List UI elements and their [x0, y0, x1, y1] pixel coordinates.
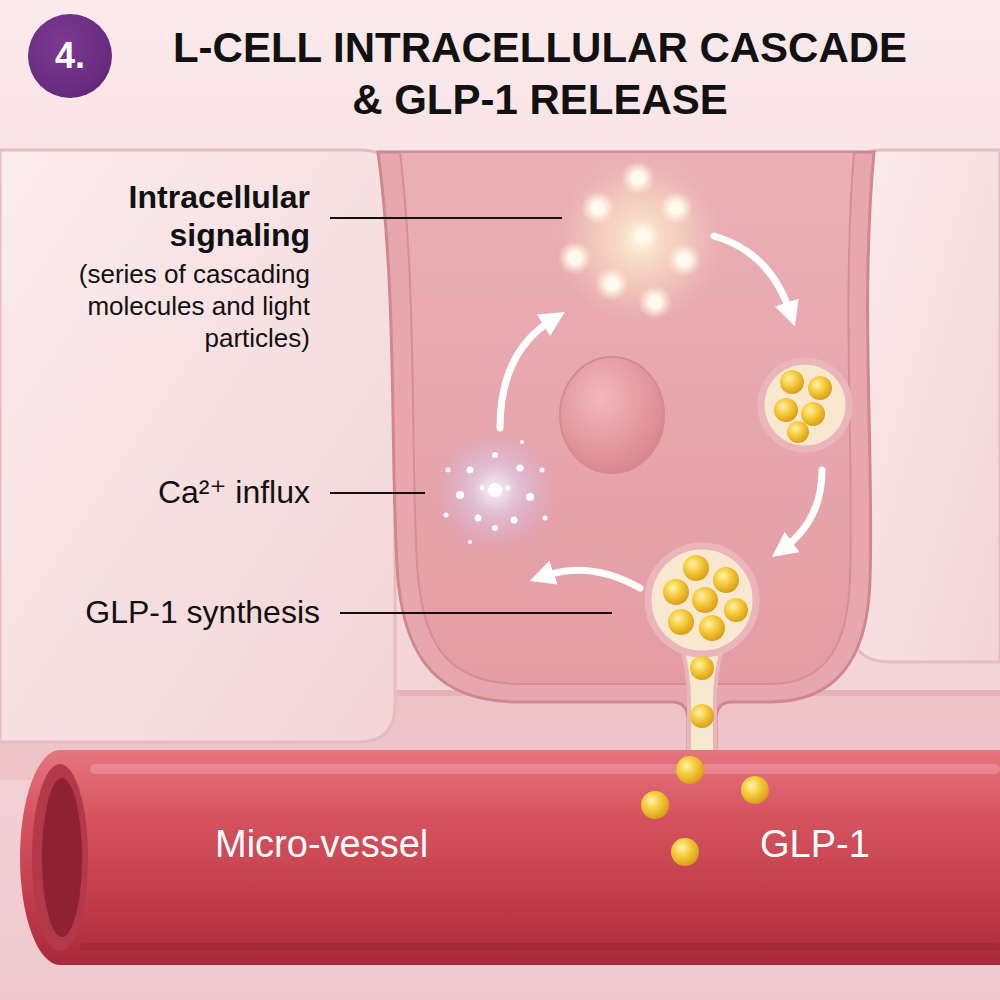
- nucleus: [560, 357, 664, 473]
- fusing-vesicle: [668, 609, 694, 635]
- calcium-sparkle: [433, 428, 557, 552]
- micro-vessel: Micro-vessel GLP-1: [20, 750, 1000, 965]
- calcium-sparkle: [517, 465, 524, 472]
- vessel-highlight: [90, 764, 1000, 774]
- glp1-particle: [641, 791, 669, 819]
- secretory-vesicle: [787, 421, 809, 443]
- calcium-sparkle: [468, 540, 472, 544]
- step-number: 4.: [55, 34, 85, 77]
- fusing-vesicle: [663, 579, 689, 605]
- label-heading: Intracellular signaling: [10, 178, 310, 254]
- calcium-sparkle: [520, 440, 524, 444]
- secretory-vesicle: [808, 376, 832, 400]
- calcium-sparkle: [543, 516, 548, 521]
- cycle-arrow: [500, 320, 552, 428]
- calcium-sparkle: [511, 517, 518, 524]
- calcium-sparkle: [488, 483, 502, 497]
- cycle-arrow: [784, 470, 822, 548]
- signaling-particles: [626, 219, 660, 253]
- neighbor-cell: [850, 150, 1000, 662]
- signaling-particles: [659, 191, 693, 225]
- calcium-sparkle: [433, 428, 557, 552]
- released-glp1-particles: [690, 656, 714, 680]
- secretory-vesicle: [780, 370, 804, 394]
- signaling-particles: [638, 285, 672, 319]
- vessel-wall: [20, 750, 1000, 965]
- calcium-sparkle: [480, 486, 485, 491]
- signaling-particles: [621, 161, 655, 195]
- signaling-particles: [648, 295, 662, 309]
- cycle-arrow: [500, 236, 822, 588]
- signaling-particles: [555, 155, 725, 325]
- calcium-sparkle: [506, 486, 511, 491]
- signaling-particles: [631, 171, 645, 185]
- leader-line: [330, 218, 612, 613]
- leader-line: [330, 217, 562, 219]
- fusing-vesicle: [648, 546, 756, 654]
- glp1-particle: [741, 776, 769, 804]
- l-cell: [400, 152, 854, 684]
- fusing-vesicle: [724, 598, 748, 622]
- leader-line: [330, 492, 425, 494]
- step-badge: 4.: [28, 14, 112, 98]
- signaling-particles: [595, 267, 629, 301]
- signaling-particles: [669, 201, 683, 215]
- cycle-arrow: [544, 570, 640, 588]
- secretory-vesicle: [774, 398, 798, 422]
- l-cell: [378, 152, 874, 770]
- signaling-particles: [605, 277, 619, 291]
- fusing-vesicle: [683, 555, 709, 581]
- vessel-label: Micro-vessel: [215, 822, 428, 868]
- calcium-sparkle: [526, 493, 534, 501]
- released-glp1-particles: [690, 656, 714, 728]
- calcium-sparkle: [456, 491, 464, 499]
- calcium-sparkle: [492, 452, 498, 458]
- nucleus: [560, 357, 664, 473]
- fusing-vesicle: [713, 567, 739, 593]
- fusing-vesicle: [648, 546, 756, 770]
- vessel-lumen: [42, 778, 82, 937]
- neighbor-cell: [0, 150, 395, 742]
- signaling-particles: [667, 243, 701, 277]
- l-cell: [378, 152, 874, 770]
- glp1-particle: [671, 838, 699, 866]
- calcium-sparkle: [444, 513, 449, 518]
- fusing-vesicle: [692, 587, 718, 613]
- signaling-particles: [591, 201, 605, 215]
- calcium-sparkle: [475, 515, 482, 522]
- signaling-particles: [568, 251, 582, 265]
- label: Ca²⁺ influx: [10, 473, 310, 511]
- label: GLP-1 synthesis: [10, 593, 320, 631]
- fusing-vesicle: [699, 615, 725, 641]
- calcium-sparkle: [467, 467, 474, 474]
- signaling-particles: [677, 253, 691, 267]
- glp1-particle: [676, 756, 704, 784]
- signaling-particles: [558, 241, 592, 275]
- calcium-sparkle: [446, 468, 451, 473]
- title: L-CELL INTRACELLULAR CASCADE & GLP-1 REL…: [160, 22, 920, 126]
- secretory-vesicle: [761, 361, 849, 449]
- signaling-particles: [636, 229, 650, 243]
- secretory-vesicle: [761, 361, 849, 449]
- signaling-particles: [581, 191, 615, 225]
- hormone-label: GLP-1: [760, 822, 870, 868]
- calcium-sparkle: [492, 525, 498, 531]
- released-glp1-particles: [690, 704, 714, 728]
- cycle-arrow: [714, 236, 790, 312]
- signaling-particles: [555, 155, 725, 325]
- leader-line: [340, 612, 612, 614]
- vessel-lumen: [32, 764, 88, 951]
- calcium-sparkle: [540, 468, 545, 473]
- secretory-vesicle: [801, 402, 825, 426]
- label-note: (series of cascading molecules and light…: [40, 258, 310, 354]
- vessel-shadow: [80, 943, 1000, 951]
